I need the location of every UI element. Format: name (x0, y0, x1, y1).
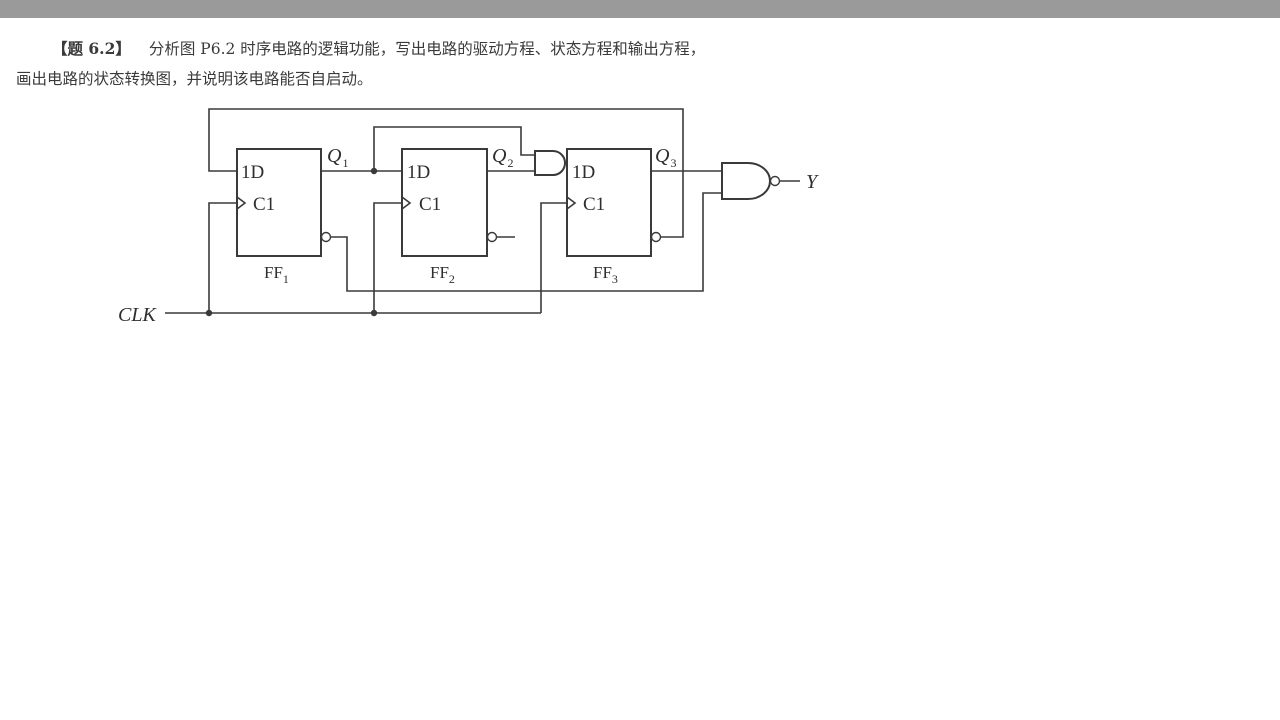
clk-branch-ff1 (208, 202, 237, 313)
ff2-pin-d: 1D (407, 162, 430, 183)
feedback-wire-q3bar-to-d1 (208, 108, 684, 238)
ff2-qbar-bubble (486, 231, 498, 243)
flipflop-ff3 (566, 148, 652, 257)
and-gate (534, 150, 566, 176)
wire-q1bar-to-nand (331, 192, 722, 292)
junction-clk-ff2 (370, 309, 378, 317)
problem-statement: 【题 6.2】分析图 P6.2 时序电路的逻辑功能，写出电路的驱动方程、状态方程… (16, 34, 916, 94)
ff1-label: FF1 (264, 263, 289, 286)
junction-q1 (370, 167, 378, 175)
ff2-label: FF2 (430, 263, 455, 286)
ff1-pin-clk: C1 (253, 194, 275, 215)
top-bar (0, 0, 1280, 18)
ff3-pin-clk: C1 (583, 194, 605, 215)
ff3-q-label: Q3 (655, 145, 676, 170)
flipflop-ff2 (401, 148, 488, 257)
problem-text-1: 分析图 P6.2 时序电路的逻辑功能，写出电路的驱动方程、状态方程和输出方程， (148, 40, 706, 58)
ff3-clock-triangle (566, 196, 577, 210)
problem-line-1: 【题 6.2】分析图 P6.2 时序电路的逻辑功能，写出电路的驱动方程、状态方程… (16, 34, 916, 64)
junction-clk-ff1 (205, 309, 213, 317)
nand-output-bubble (769, 175, 781, 187)
flipflop-ff1 (236, 148, 322, 257)
ff1-clock-triangle (236, 196, 247, 210)
problem-line-2: 画出电路的状态转换图，并说明该电路能否自启动。 (16, 70, 373, 88)
clk-label: CLK (118, 304, 157, 326)
clk-branch-ff3 (540, 202, 567, 313)
wire-q1-to-and (373, 126, 535, 171)
nand-gate (721, 162, 771, 200)
ff2-pin-clk: C1 (419, 194, 441, 215)
ff3-label: FF3 (593, 263, 618, 286)
ff3-qbar-bubble (650, 231, 662, 243)
ff2-clock-triangle (401, 196, 412, 210)
ff3-pin-d: 1D (572, 162, 595, 183)
output-y-label: Y (806, 171, 819, 193)
ff1-qbar-bubble (320, 231, 332, 243)
ff1-pin-d: 1D (241, 162, 264, 183)
problem-number: 【题 6.2】 (52, 39, 131, 58)
ff1-q-label: Q1 (327, 145, 348, 170)
clk-branch-ff2 (373, 202, 402, 313)
ff2-q-label: Q2 (492, 145, 513, 170)
